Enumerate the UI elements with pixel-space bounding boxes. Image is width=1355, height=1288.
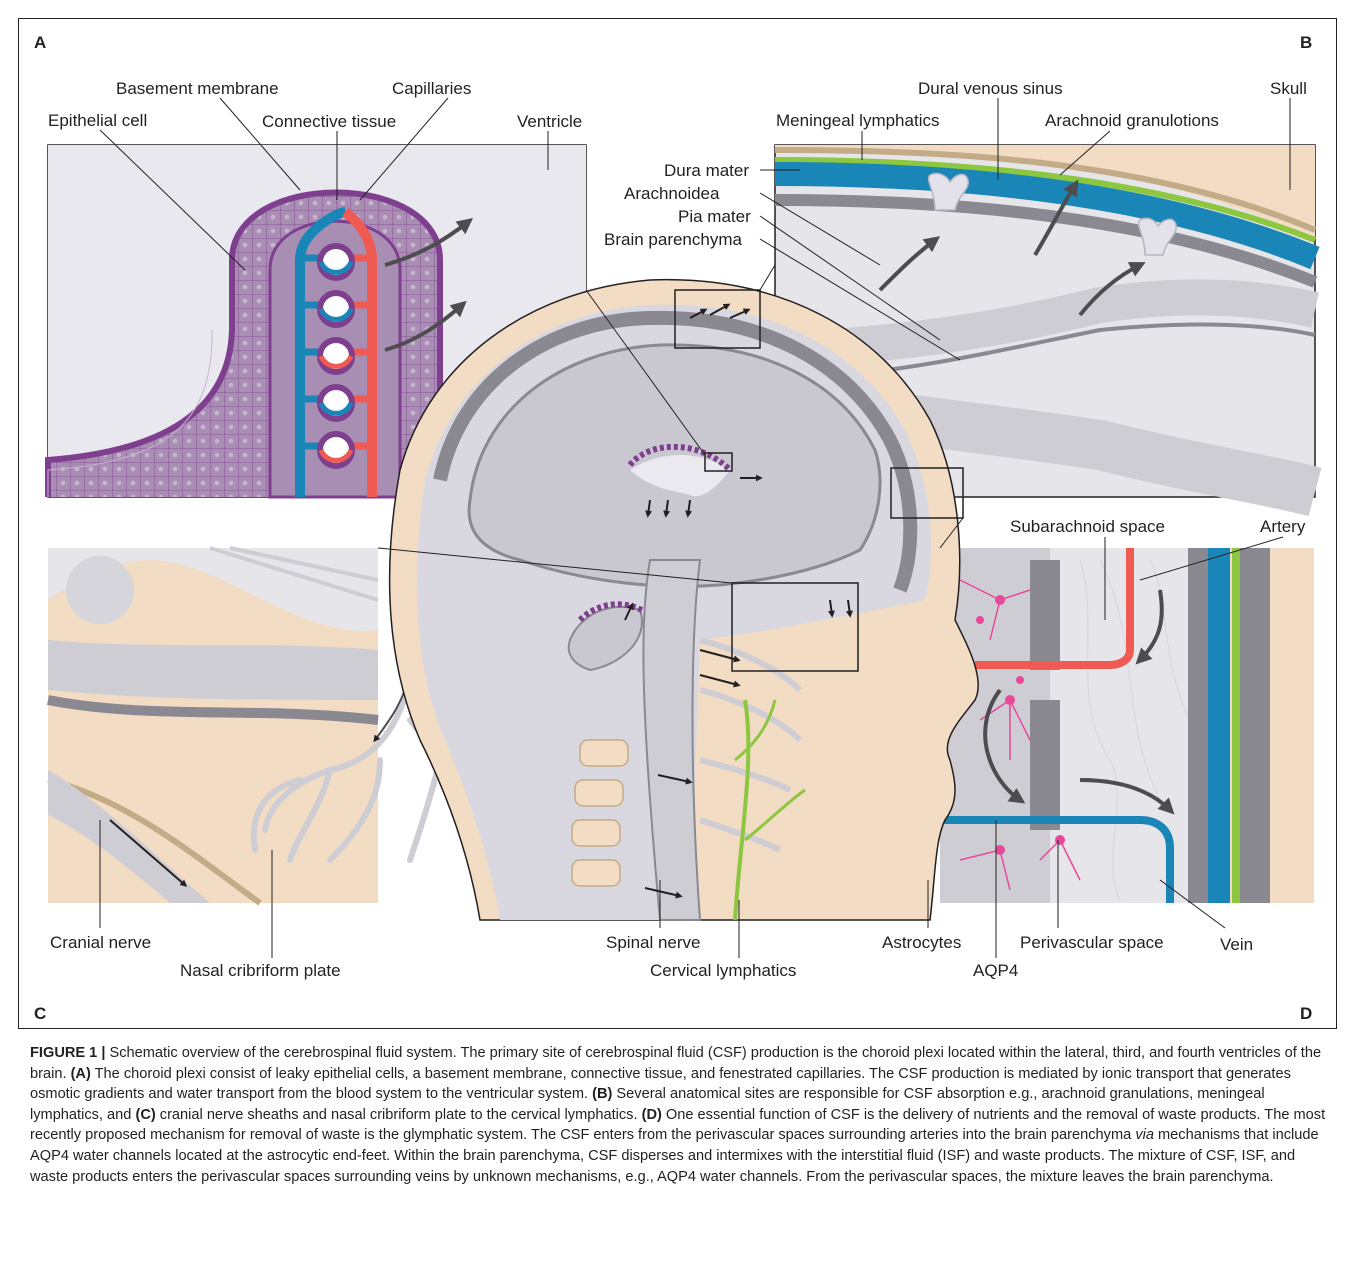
caption-tag-a: (A) [71, 1066, 91, 1082]
caption-figure-label: FIGURE 1 | [30, 1045, 105, 1061]
label-cranial-nerve: Cranial nerve [50, 934, 151, 951]
caption-text-c: cranial nerve sheaths and nasal cribrifo… [156, 1107, 642, 1123]
caption-tag-c: (C) [135, 1107, 155, 1123]
label-dura-mater: Dura mater [664, 162, 749, 179]
figure-caption: FIGURE 1 | Schematic overview of the cer… [30, 1043, 1330, 1187]
label-pia-mater: Pia mater [678, 208, 751, 225]
head-sagittal-illustration [378, 265, 978, 920]
label-connective-tissue: Connective tissue [262, 113, 396, 130]
label-vein: Vein [1220, 936, 1253, 953]
caption-via: via [1135, 1127, 1154, 1143]
label-epithelial-cell: Epithelial cell [48, 112, 147, 129]
caption-paragraph: FIGURE 1 | Schematic overview of the cer… [30, 1043, 1330, 1187]
panel-letter-c: C [34, 1004, 46, 1024]
label-artery: Artery [1260, 518, 1305, 535]
label-dural-venous-sinus: Dural venous sinus [918, 80, 1063, 97]
label-meningeal-lymphatics: Meningeal lymphatics [776, 112, 939, 129]
panel-letter-d: D [1300, 1004, 1312, 1024]
label-arachnoidea: Arachnoidea [624, 185, 719, 202]
label-astrocytes: Astrocytes [882, 934, 961, 951]
label-capillaries: Capillaries [392, 80, 471, 97]
label-nasal-cribriform-plate: Nasal cribriform plate [180, 962, 341, 979]
label-aqp4: AQP4 [973, 962, 1018, 979]
label-brain-parenchyma: Brain parenchyma [604, 231, 742, 248]
label-arachnoid-granulations: Arachnoid granulotions [1045, 112, 1219, 129]
label-subarachnoid-space: Subarachnoid space [1010, 518, 1165, 535]
panel-letter-b: B [1300, 33, 1312, 53]
label-ventricle: Ventricle [517, 113, 582, 130]
label-basement-membrane: Basement membrane [116, 80, 279, 97]
panel-letter-a: A [34, 33, 46, 53]
label-perivascular-space: Perivascular space [1020, 934, 1164, 951]
label-skull: Skull [1270, 80, 1307, 97]
label-cervical-lymphatics: Cervical lymphatics [650, 962, 796, 979]
caption-tag-b: (B) [592, 1086, 612, 1102]
caption-tag-d: (D) [642, 1107, 662, 1123]
label-spinal-nerve: Spinal nerve [606, 934, 701, 951]
